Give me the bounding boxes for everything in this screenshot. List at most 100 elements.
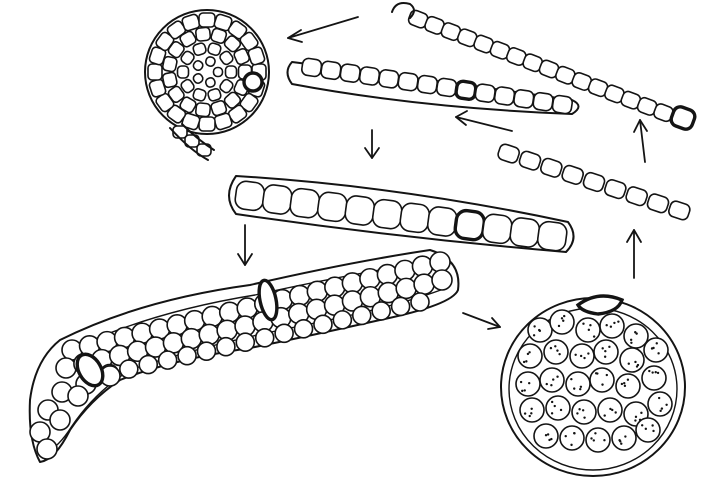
sphere-cell-granule <box>606 374 608 376</box>
colony-cell <box>178 347 196 365</box>
sphere-cell-granule <box>635 416 637 418</box>
colony-cell <box>237 298 257 318</box>
hormogonium-small-right <box>497 143 692 221</box>
colony-cell <box>56 358 76 378</box>
sphere-cell-granule <box>634 419 636 421</box>
colony-cell <box>181 329 201 349</box>
small-right-cell <box>667 200 691 222</box>
arrow-up-2 <box>634 120 647 162</box>
sphere-cell-granule <box>552 378 554 380</box>
colony-cell <box>353 306 371 324</box>
top-cell <box>513 89 534 109</box>
sphere-cell <box>540 368 564 392</box>
coil-cell <box>195 103 210 117</box>
sphere-cell <box>586 428 610 452</box>
coil-cell <box>192 88 207 102</box>
colony-cell <box>68 386 88 406</box>
sphere-cell-granule <box>573 387 575 389</box>
sphere-cell-granule <box>603 414 605 416</box>
sphere-cell-granule <box>637 364 639 366</box>
mid-cell <box>399 202 430 233</box>
upper-right-curl <box>392 3 414 18</box>
sphere-cell-granule <box>551 412 553 414</box>
small-right-cell <box>561 164 585 186</box>
mid-cell <box>262 184 293 215</box>
coil-cell <box>192 59 205 72</box>
colony-cell <box>314 315 332 333</box>
sphere-cell <box>560 426 584 450</box>
sphere-cell-granule <box>523 361 525 363</box>
sphere-cell-granule <box>594 432 596 434</box>
coil-cell <box>207 42 222 56</box>
colony-cell <box>395 260 415 280</box>
sphere-cell <box>616 374 640 398</box>
small-right-cell <box>603 178 627 200</box>
sphere-cell <box>518 344 542 368</box>
mid-cell <box>289 187 320 218</box>
sphere-cell <box>520 398 544 422</box>
sphere-cell-granule <box>570 378 572 380</box>
sphere-cell-granule <box>550 347 552 349</box>
small-right-cell <box>497 143 521 165</box>
sphere-cell-granule <box>624 435 626 437</box>
colony-cell <box>290 286 310 306</box>
sphere-cell-granule <box>583 416 585 418</box>
sphere-cell-granule <box>658 397 660 399</box>
coil-cell <box>214 68 223 77</box>
coil-cell <box>247 46 265 66</box>
colony-cell <box>217 338 235 356</box>
sphere-cell-granule <box>620 443 622 445</box>
sphere-cell-granule <box>608 346 610 348</box>
sphere-cell-granule <box>614 411 616 413</box>
sphere-cell-granule <box>556 376 558 378</box>
sphere-cell-granule <box>550 438 552 440</box>
mid-cell <box>537 220 568 251</box>
top-cell <box>378 69 399 89</box>
sphere-cell-granule <box>655 371 657 373</box>
sphere-cell-granule <box>560 409 562 411</box>
mature-filament-middle <box>229 176 574 252</box>
colony-cell <box>256 329 274 347</box>
coil-cell <box>148 64 162 80</box>
sphere-cell-granule <box>583 357 585 359</box>
arrow-up-1 <box>627 230 641 278</box>
coil-cell <box>205 77 216 88</box>
sphere-cell-granule <box>530 412 532 414</box>
sphere-cell <box>612 426 636 450</box>
sphere-cell-granule <box>521 390 523 392</box>
coil-cell <box>195 27 210 41</box>
sphere-cell-granule <box>573 432 575 434</box>
sphere-cell-granule <box>587 352 589 354</box>
sphere-cell-granule <box>635 332 637 334</box>
sphere-cell-granule <box>538 329 540 331</box>
sphere-cell-granule <box>657 372 659 374</box>
sphere-cell <box>572 400 596 424</box>
colony-cell <box>50 410 70 430</box>
sphere-cell-granule <box>603 439 605 441</box>
colony-cell <box>295 320 313 338</box>
coil-cell <box>226 66 237 78</box>
sphere-cell <box>624 324 648 348</box>
sphere-cell-granule <box>530 408 532 410</box>
sphere-cell-granule <box>563 315 565 317</box>
colony-cell <box>333 311 351 329</box>
colony-cell <box>342 273 362 293</box>
mid-cell <box>234 180 265 211</box>
sphere-cell-granule <box>617 320 619 322</box>
sphere-cell-granule <box>593 439 595 441</box>
coil-cell <box>199 117 215 131</box>
top-heterocyst <box>455 80 476 100</box>
sphere-cell-granule <box>528 382 530 384</box>
sphere-cell-granule <box>574 354 576 356</box>
mid-cell <box>482 213 513 244</box>
sphere-cell-granule <box>651 371 653 373</box>
sphere-cell-granule <box>652 430 654 432</box>
sphere-cell <box>642 366 666 390</box>
sphere-cell-granule <box>561 317 563 319</box>
colony-cell <box>197 342 215 360</box>
mid-cell <box>427 206 458 237</box>
sphere-cell-granule <box>582 409 584 411</box>
sphere-cell <box>590 368 614 392</box>
sphere-cell-granule <box>657 352 659 354</box>
